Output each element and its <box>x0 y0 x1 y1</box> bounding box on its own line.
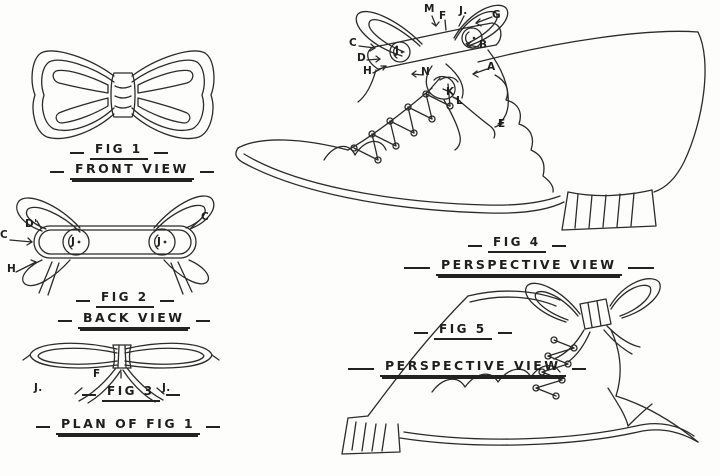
fig4-caption: FIG 4 <box>468 235 566 253</box>
fig3-bow-plan-drawing <box>22 342 220 404</box>
fig4-label-h: H <box>363 65 373 77</box>
caption-dash <box>50 171 64 173</box>
caption-dash <box>195 320 210 322</box>
fig2-label-c-top: C <box>201 211 210 223</box>
caption-dash <box>199 171 214 173</box>
fig4-label-k: K <box>446 86 455 98</box>
fig2-subtitle: BACK VIEW <box>78 310 190 329</box>
fig5-subcaption: PERSPECTIVE VIEW <box>348 358 586 377</box>
fig4-title: FIG 4 <box>488 235 546 253</box>
caption-dash <box>497 331 512 334</box>
fig4-subtitle: PERSPECTIVE VIEW <box>436 257 622 276</box>
fig2-subcaption: BACK VIEW <box>58 310 210 329</box>
caption-dash <box>571 368 586 370</box>
fig4-label-n: N <box>421 66 431 78</box>
fig5-boot-perspective-drawing <box>341 278 699 455</box>
caption-dash <box>627 267 654 269</box>
fig4-label-e: E <box>498 118 506 130</box>
caption-dash <box>36 426 50 428</box>
fig4-label-l: L <box>456 95 463 107</box>
fig2-label-c-left: C <box>0 229 9 241</box>
caption-dash <box>165 393 180 396</box>
fig3-caption: FIG 3 <box>82 384 180 402</box>
fig2-caption: FIG 2 <box>76 290 174 308</box>
fig4-label-m: M <box>424 3 435 15</box>
fig3-label-j-left: J. <box>34 382 43 394</box>
fig2-title: FIG 2 <box>96 290 154 308</box>
fig4-label-g: G <box>492 9 501 21</box>
fig4-label-j-top: J. <box>459 5 468 17</box>
fig4-label-j-grommet: J <box>395 45 400 57</box>
fig2-label-j-left: J <box>71 236 76 248</box>
caption-dash <box>153 151 168 154</box>
fig3-label-j-right: J. <box>162 382 171 394</box>
fig3-label-f: F <box>93 368 101 380</box>
fig1-caption: FIG 1 <box>70 142 168 160</box>
caption-dash <box>404 267 430 269</box>
caption-dash <box>159 299 174 302</box>
fig4-label-f: F <box>439 10 447 22</box>
fig1-bow-front-drawing <box>31 50 215 140</box>
caption-dash <box>468 244 482 247</box>
caption-dash <box>414 331 428 334</box>
caption-dash <box>76 299 90 302</box>
fig2-label-d-prime: D' <box>25 218 38 230</box>
fig2-bow-back-drawing <box>9 195 215 296</box>
fig4-label-c: C <box>349 37 358 49</box>
fig5-subtitle: PERSPECTIVE VIEW <box>380 358 566 377</box>
caption-dash <box>82 393 96 396</box>
caption-dash <box>70 151 84 154</box>
caption-dash <box>551 244 566 247</box>
caption-dash <box>206 426 221 428</box>
fig1-subtitle: FRONT VIEW <box>70 161 194 180</box>
caption-dash <box>348 368 374 370</box>
fig3-subcaption: PLAN OF FIG 1 <box>36 416 221 435</box>
fig5-caption: FIG 5 <box>414 322 512 340</box>
fig3-title: FIG 3 <box>102 384 160 402</box>
fig4-label-b: B <box>479 39 488 51</box>
caption-dash <box>58 320 72 322</box>
fig2-label-h: H <box>7 263 17 275</box>
fig4-subcaption: PERSPECTIVE VIEW <box>404 257 654 276</box>
fig3-subtitle: PLAN OF FIG 1 <box>56 416 201 435</box>
fig1-subcaption: FRONT VIEW <box>50 161 214 180</box>
fig4-boot-perspective-drawing <box>235 4 706 231</box>
fig4-label-a: A <box>487 61 496 73</box>
fig2-label-j-right: J <box>157 236 162 248</box>
fig5-title: FIG 5 <box>434 322 492 340</box>
fig1-title: FIG 1 <box>90 142 148 160</box>
fig4-label-d: D <box>357 52 367 64</box>
